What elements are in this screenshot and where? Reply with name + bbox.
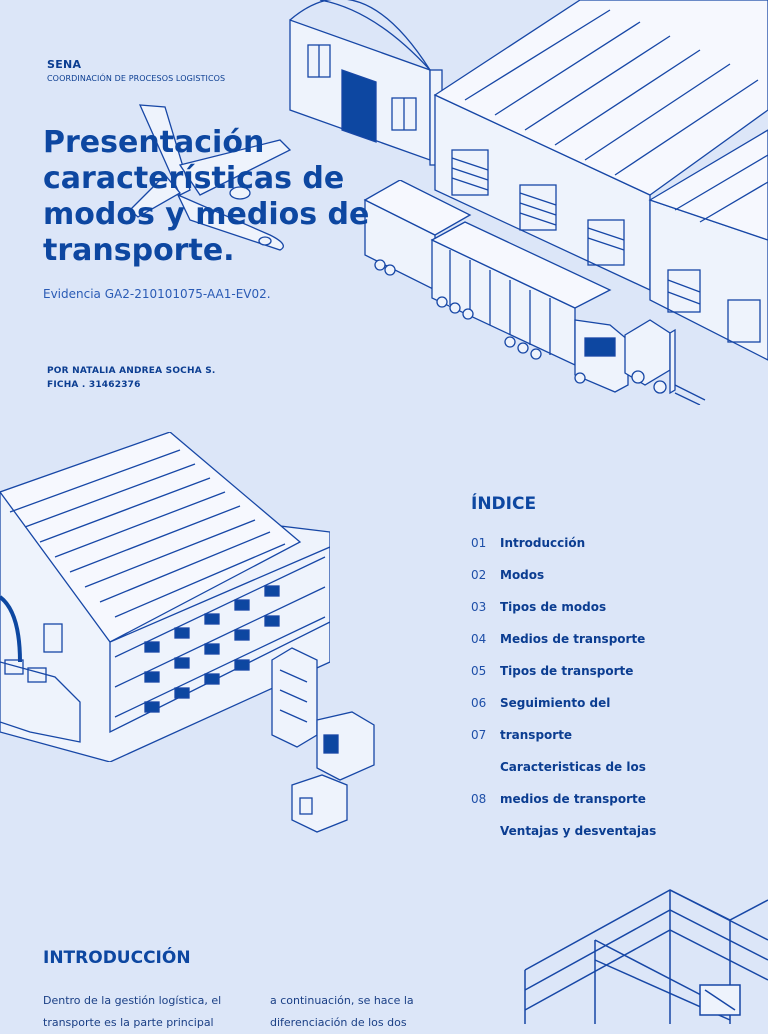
index-number: 04 — [471, 632, 487, 646]
index-item: 06 Seguimiento del — [471, 694, 610, 712]
intro-text-line: diferenciación de los dos — [270, 1016, 407, 1029]
intro-text-line: Dentro de la gestión logística, el — [43, 994, 222, 1007]
index-label: Ventajas y desventajas — [500, 824, 657, 838]
index-number: 01 — [471, 536, 487, 550]
index-label: transporte — [500, 728, 573, 742]
org-header: SENA COORDINACIÓN DE PROCESOS LOGISTICOS — [47, 58, 225, 83]
author-ficha: FICHA . 31462376 — [47, 380, 141, 390]
index-item: 02 Modos — [471, 566, 544, 584]
truck-icon — [363, 180, 629, 393]
intro-text-line: transporte es la parte principal — [43, 1016, 214, 1029]
page-title: Presentación características de modos y … — [43, 125, 370, 268]
index-label: medios de transporte — [500, 792, 646, 806]
index-label: Tipos de transporte — [500, 664, 634, 678]
intro-column-2: a continuación, se hace la diferenciació… — [270, 990, 470, 1034]
index-item: 03 Tipos de modos — [471, 598, 606, 616]
intro-text-line: a continuación, se hace la — [270, 994, 414, 1007]
org-subtitle: COORDINACIÓN DE PROCESOS LOGISTICOS — [47, 74, 226, 83]
index-item: 04 Medios de transporte — [471, 630, 645, 648]
storage-rack-icon — [524, 889, 768, 1024]
index-number: 03 — [471, 600, 487, 614]
index-label: Medios de transporte — [500, 632, 646, 646]
index-item: 01 Introducción — [471, 534, 585, 552]
index-label: Modos — [500, 568, 545, 582]
index-label: Seguimiento del — [500, 696, 611, 710]
index-label: Introducción — [500, 536, 586, 550]
airplane-icon — [129, 104, 292, 251]
index-title: ÍNDICE — [471, 494, 537, 514]
evidence-code: Evidencia GA2-210101075-AA1-EV02. — [43, 287, 271, 301]
index-item: 05 Tipos de transporte — [471, 662, 633, 680]
author-block: POR NATALIA ANDREA SOCHA S. FICHA . 3146… — [47, 364, 216, 392]
index-label: Caracteristicas de los — [500, 760, 646, 774]
index-item: Ventajas y desventajas — [471, 822, 656, 840]
warehouse-icon — [0, 432, 330, 762]
warehouse-icon — [289, 0, 768, 361]
index-number — [471, 758, 500, 776]
index-item: Caracteristicas de los — [471, 758, 646, 776]
index-number: 08 — [471, 792, 487, 806]
index-number: 02 — [471, 568, 487, 582]
intro-title: INTRODUCCIÓN — [43, 948, 191, 968]
index-number: 05 — [471, 664, 487, 678]
index-item: 07 transporte — [471, 726, 572, 744]
index-number: 06 — [471, 696, 487, 710]
org-name: SENA — [47, 58, 82, 71]
index-item: 08 medios de transporte — [471, 790, 646, 808]
index-number — [471, 822, 500, 840]
author-name: POR NATALIA ANDREA SOCHA S. — [47, 366, 216, 376]
index-label: Tipos de modos — [500, 600, 607, 614]
index-number: 07 — [471, 728, 487, 742]
forklift-icon — [624, 319, 706, 405]
boxes-icon — [271, 647, 375, 833]
intro-column-1: Dentro de la gestión logística, el trans… — [43, 990, 243, 1034]
